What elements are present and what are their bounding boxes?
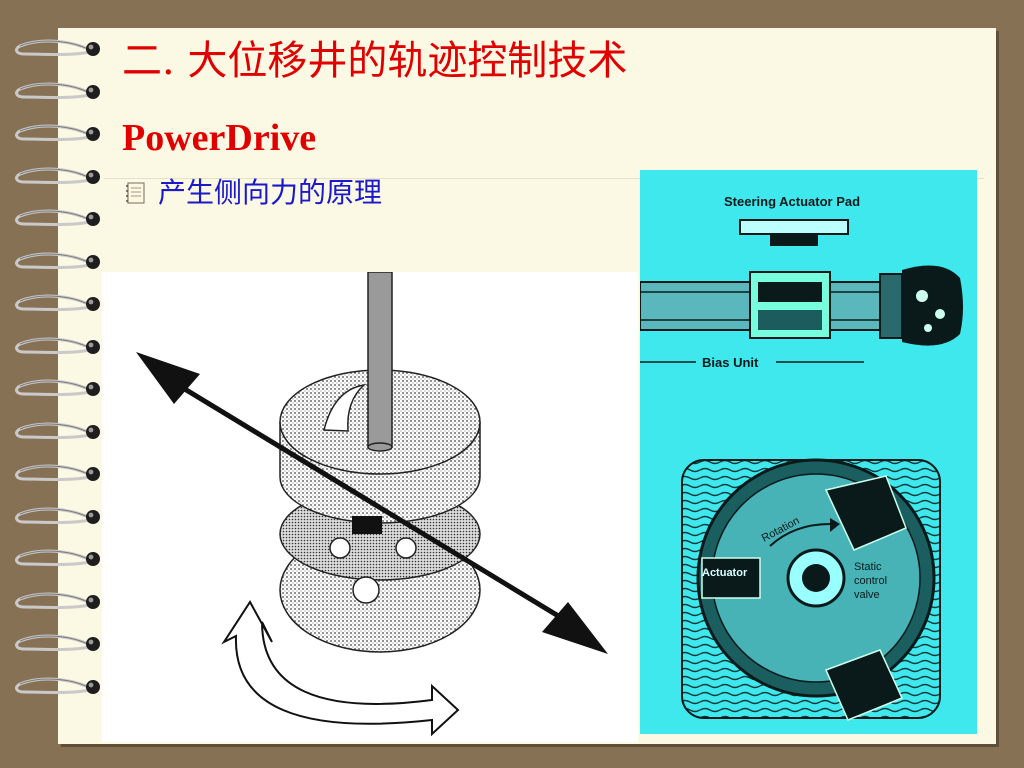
bias-unit-label: Bias Unit (702, 355, 759, 370)
cross-section (681, 458, 941, 721)
spiral-ring (15, 634, 100, 651)
spiral-ring (15, 379, 100, 396)
valve-label-line-2: control (854, 575, 887, 587)
spiral-ring (15, 592, 100, 609)
rotation-arrow (221, 600, 460, 737)
bullet-text: 产生侧向力的原理 (158, 176, 383, 209)
bias-unit-diagram: Steering Actuator Pad (639, 170, 977, 734)
spiral-ring (15, 209, 100, 226)
spiral-ring (15, 549, 100, 566)
spiral-ring (15, 39, 100, 56)
spiral-ring (15, 507, 100, 524)
slide-subtitle: PowerDrive (122, 117, 317, 159)
drive-shaft (367, 271, 393, 452)
spiral-ring (15, 337, 100, 354)
notebook-bullet-icon (126, 182, 145, 204)
bullet-item: 产生侧向力的原理 (124, 176, 382, 210)
spiral-ring (15, 252, 100, 269)
steering-actuator-pad-label: Steering Actuator Pad (724, 194, 860, 209)
side-force-illustration (102, 271, 638, 742)
force-arrow (136, 352, 608, 654)
actuator-pad (739, 219, 849, 246)
spiral-ring (15, 422, 100, 439)
spiral-ring (15, 167, 100, 184)
spiral-ring (15, 464, 100, 481)
valve-label-line-1: Static (854, 561, 882, 573)
spiral-ring (15, 677, 100, 694)
valve-label-line-3: valve (854, 589, 880, 601)
tool-body (639, 265, 963, 346)
spiral-ring (15, 294, 100, 311)
slide-title: 二. 大位移井的轨迹控制技术 (122, 38, 628, 84)
actuator-label: Actuator (702, 567, 748, 579)
header-divider (104, 178, 984, 179)
spiral-ring (15, 124, 100, 141)
spiral-binding (10, 36, 110, 736)
spiral-ring (15, 82, 100, 99)
